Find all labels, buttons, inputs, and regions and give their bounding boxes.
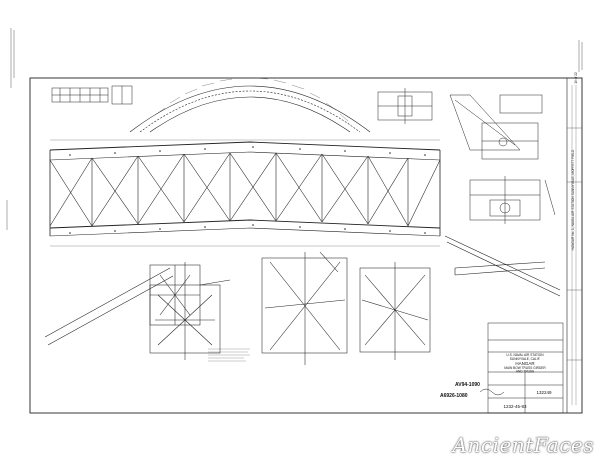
section-detail-top-left: [51, 85, 133, 105]
truss-verticals: [91, 153, 409, 226]
detail-bottom-3: [261, 251, 348, 365]
handwritten-number-2: A6926-1080: [440, 393, 468, 399]
title-line-5: AND TRUSS: [516, 370, 534, 374]
title-line-2: SUNNYVALE, CALIF.: [510, 357, 541, 361]
title-line-1: U.S. NAVAL AIR STATION: [506, 353, 544, 357]
main-truss-elevation: [49, 141, 441, 237]
title-line-3: HANGAR: [515, 361, 535, 366]
truss-diagonals: [49, 152, 441, 227]
arch-lacing: [154, 77, 349, 122]
bearing-detail-right: [449, 94, 543, 160]
watermark-logo: AncientFaces: [452, 433, 594, 457]
drawing-number: 1232-45-83: [503, 404, 527, 409]
detail-bottom-1: [44, 264, 231, 346]
diagonal-member-detail: [444, 235, 561, 297]
side-title: HANGAR No. 1, NAVAL AIR STATION SUNNYVAL…: [571, 149, 575, 250]
arch-truss-plan: [129, 85, 371, 133]
detail-bottom-2: [149, 262, 221, 360]
detail-bottom-4: [359, 262, 431, 360]
signature-scribble: [479, 388, 505, 396]
title-block: [487, 322, 564, 414]
sheet-border: [29, 77, 583, 414]
sheet-count: 19 of 22: [574, 72, 578, 84]
notes-block: [208, 348, 250, 362]
title-line-4: MAIN BOW TRUSS GIRDER: [504, 366, 546, 370]
sheet-number: 132249: [536, 390, 552, 395]
section-detail-top-mid: [377, 88, 433, 124]
rivet-pattern: [69, 146, 426, 234]
bearing-elevation-right: [469, 176, 556, 224]
handwritten-number-1: AV94-1090: [455, 382, 480, 388]
